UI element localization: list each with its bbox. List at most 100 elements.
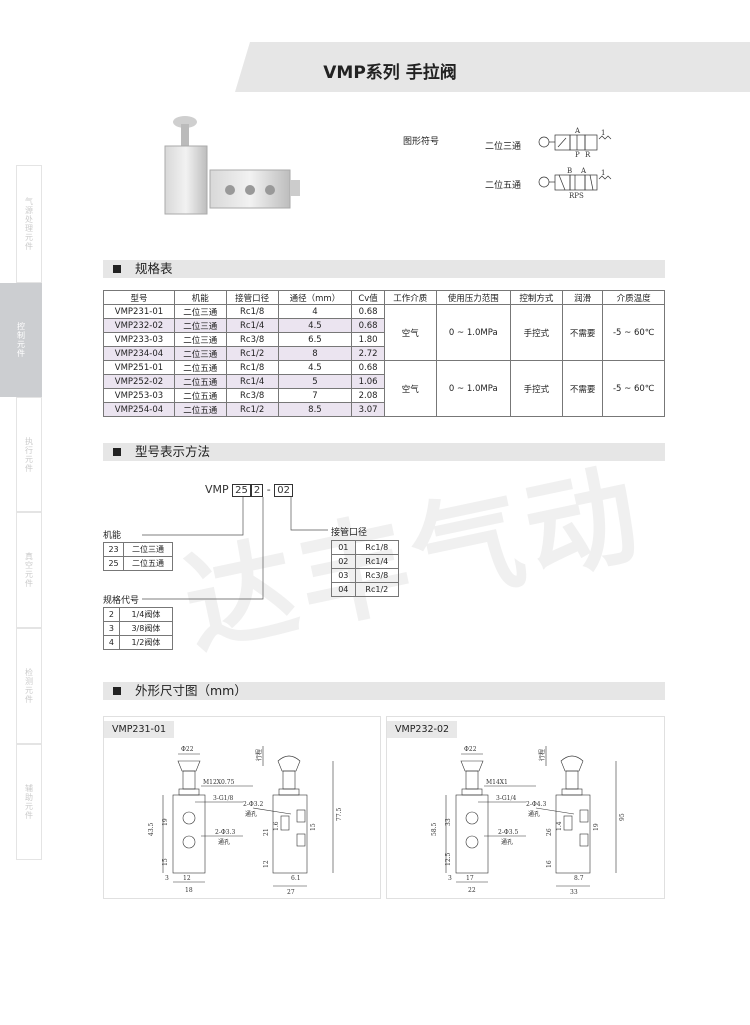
drawing-title: VMP231-01 — [104, 721, 175, 738]
dim-label: 18 — [185, 887, 193, 894]
table-cell: 1.80 — [351, 332, 385, 347]
sidebar-tab-detection[interactable]: 检测元件 — [16, 628, 42, 744]
dim-label: 26 — [546, 828, 553, 836]
drawing-vmp231: VMP231-01 — [103, 716, 381, 899]
section-spec-heading: 规格表 — [103, 260, 665, 278]
table-cell: 5 — [277, 374, 353, 389]
column-header: 介质温度 — [602, 290, 665, 305]
model-leader-lines — [142, 497, 328, 600]
sidebar-tab-actuator[interactable]: 执行元件 — [16, 397, 42, 512]
table-cell: VMP231-01 — [103, 304, 175, 319]
function-title: 机能 — [103, 531, 122, 541]
valve-symbol-icons: A P R 1 B A RPS 1 — [538, 127, 612, 200]
table-cell: 6.5 — [277, 332, 353, 347]
svg-text:A: A — [580, 167, 587, 175]
dim-label: 2-Φ3.5 — [498, 829, 518, 836]
group-lubrication: 不需要 — [561, 360, 604, 417]
column-header: 机能 — [173, 290, 227, 305]
svg-text:R: R — [585, 151, 591, 159]
dim-label: 2-Φ4.3 — [526, 801, 546, 808]
svg-text:1: 1 — [601, 129, 605, 137]
group-medium: 空气 — [383, 360, 437, 417]
dim-label: 12 — [263, 860, 270, 868]
column-header: 润滑 — [561, 290, 604, 305]
table-cell: 二位三通 — [173, 346, 227, 361]
sidebar-tab-vacuum[interactable]: 真空元件 — [16, 512, 42, 628]
table-cell: 二位五通 — [173, 388, 227, 403]
column-header: 接管口径 — [225, 290, 279, 305]
dim-label: 17 — [466, 875, 474, 882]
dim-label: 2-Φ3.2 — [243, 801, 263, 808]
svg-text:B: B — [567, 167, 572, 175]
table-cell: 2.08 — [351, 388, 385, 403]
dim-label: 19 — [162, 818, 169, 826]
dim-label: 1.6 — [273, 821, 280, 831]
drawing-title: VMP232-02 — [387, 721, 458, 738]
table-cell: 1.06 — [351, 374, 385, 389]
sidebar-tab-air-treatment[interactable]: 气源处理元件 — [16, 165, 42, 283]
title-band — [235, 42, 750, 92]
group-temperature: -5 ~ 60℃ — [602, 304, 665, 361]
table-cell: VMP232-02 — [103, 318, 175, 333]
dim-label: 33 — [445, 818, 452, 826]
size-title: 规格代号 — [103, 596, 140, 606]
table-cell: Rc1/8 — [225, 304, 279, 319]
port-title: 接管口径 — [331, 528, 368, 538]
column-header: 通径（mm） — [277, 290, 353, 305]
dim-label: 通孔 — [528, 810, 540, 818]
table-cell: 7 — [277, 388, 353, 403]
table-cell: Rc1/4 — [225, 374, 279, 389]
sidebar-tab-auxiliary[interactable]: 辅助元件 — [16, 744, 42, 860]
dim-label: 8.7 — [574, 875, 584, 882]
dim-label: 15 — [162, 858, 169, 866]
table-cell: 3.07 — [351, 402, 385, 417]
dim-label: 行程 — [538, 749, 546, 761]
group-control: 手控式 — [510, 360, 563, 417]
dim-label: 通孔 — [501, 838, 513, 846]
table-cell: 4 — [277, 304, 353, 319]
dim-label: 12 — [183, 875, 191, 882]
group-pressure: 0 ~ 1.0MPa — [435, 360, 512, 417]
model-code-function: 25 — [232, 484, 251, 497]
group-pressure: 0 ~ 1.0MPa — [435, 304, 512, 361]
product-photo — [164, 116, 300, 215]
dim-label: M12X0.75 — [203, 779, 235, 786]
dim-label: Φ22 — [181, 746, 194, 753]
table-cell: 二位五通 — [173, 360, 227, 375]
dim-label: 22 — [468, 887, 476, 894]
model-code-port: 02 — [274, 484, 293, 497]
group-control: 手控式 — [510, 304, 563, 361]
sidebar-tab-control[interactable]: 控制元件 — [0, 283, 42, 397]
table-cell: 8.5 — [277, 402, 353, 417]
column-header: 控制方式 — [510, 290, 563, 305]
dim-label: 95 — [619, 813, 626, 821]
dim-label: 16 — [546, 860, 553, 868]
table-cell: 0.68 — [351, 304, 385, 319]
dim-label: 通孔 — [218, 838, 230, 846]
table-cell: 0.68 — [351, 318, 385, 333]
group-medium: 空气 — [383, 304, 437, 361]
table-cell: 4.5 — [277, 360, 353, 375]
dim-label: 77.5 — [336, 807, 343, 821]
table-cell: VMP251-01 — [103, 360, 175, 375]
group-temperature: -5 ~ 60℃ — [602, 360, 665, 417]
symbol-label-5way: 二位五通 — [485, 181, 522, 191]
column-header: 工作介质 — [383, 290, 437, 305]
table-cell: 二位三通 — [173, 318, 227, 333]
dim-label: 19 — [593, 823, 600, 831]
